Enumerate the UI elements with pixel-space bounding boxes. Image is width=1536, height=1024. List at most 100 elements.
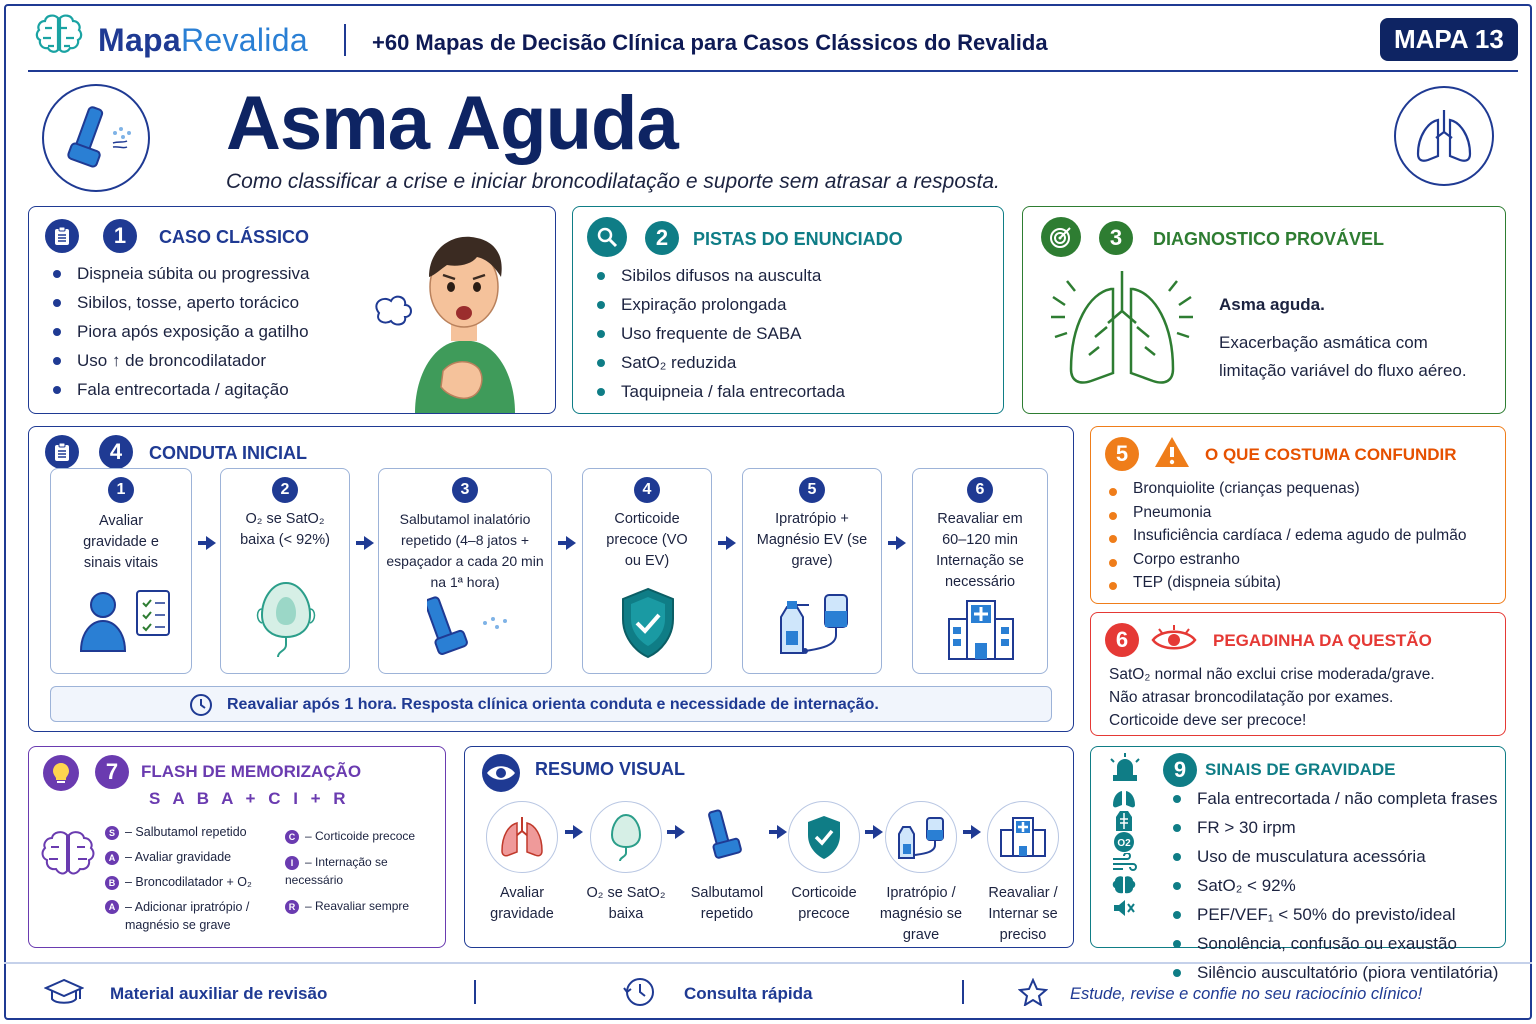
classic-case-list: Dispneia súbita ou progressiva Sibilos, …	[49, 259, 309, 404]
eye-icon	[482, 754, 520, 792]
list-item: Sonolência, confusão ou exaustão	[1169, 929, 1498, 958]
diagnosis-description: Exacerbação asmática com limitação variá…	[1219, 333, 1467, 380]
header-tagline: +60 Mapas de Decisão Clínica para Casos …	[372, 30, 1048, 55]
list-item: TEP (dispneia súbita)	[1105, 571, 1466, 595]
brand-logo[interactable]: MapaRevalida	[98, 22, 308, 59]
lungs-icon	[1394, 86, 1494, 186]
clock-history-icon	[623, 978, 654, 1006]
logo-part2: Revalida	[181, 22, 308, 58]
list-item: PEF/VEF₁ < 50% do previsto/ideal	[1169, 900, 1498, 929]
mnemonic-text: – Broncodilatador + O₂	[125, 875, 252, 889]
section-number: 6	[1105, 623, 1139, 657]
mnemonic-row: B– Broncodilatador + O₂	[105, 873, 287, 891]
summary-item-3: Salbutamol repetido	[683, 801, 771, 925]
mnemonic-text: – Reavaliar sempre	[305, 899, 410, 913]
section-number: 9	[1163, 753, 1197, 787]
footer-center-text: Consulta rápida	[684, 984, 813, 1003]
summary-item-1: Avaliar gravidade	[479, 801, 565, 925]
brain-logo-icon	[34, 12, 84, 58]
severity-icons: O2	[1111, 787, 1139, 919]
footer-separator	[4, 962, 1532, 964]
list-item: Uso de musculatura acessória	[1169, 842, 1498, 871]
lightbulb-icon	[43, 755, 79, 791]
step-number: 6	[967, 477, 993, 503]
arrow-icon	[558, 536, 576, 550]
card-memorization: 7 FLASH DE MEMORIZAÇÃO S A B A + C I + R…	[28, 746, 446, 948]
list-item: Sibilos, tosse, aperto torácico	[49, 288, 309, 317]
differentials-list: Bronquiolite (crianças pequenas) Pneumon…	[1105, 477, 1466, 595]
list-item: Uso ↑ de broncodilatador	[49, 346, 309, 375]
summary-label: Ipratrópio / magnésio se grave	[879, 885, 963, 943]
shield-check-icon	[788, 801, 860, 873]
header-separator	[28, 70, 1518, 72]
inhaler-icon	[691, 801, 763, 873]
arrow-icon	[565, 825, 583, 839]
section-title: FLASH DE MEMORIZAÇÃO	[141, 762, 362, 781]
arrow-icon	[198, 536, 216, 550]
summary-label: Avaliar gravidade	[490, 885, 554, 922]
list-item: SatO₂ < 92%	[1169, 871, 1498, 900]
patient-checklist-icon	[79, 590, 170, 652]
mnemonic-left-list: S– Salbutamol repetido A– Avaliar gravid…	[105, 823, 287, 934]
inhaler-icon	[427, 596, 507, 655]
oxygen-mask-icon	[590, 801, 662, 873]
trap-text: SatO₂ normal não exclui crise moderada/g…	[1109, 663, 1435, 732]
mnemonic-row: I– Internação se necessário	[285, 853, 445, 889]
mnemonic-text: – Salbutamol repetido	[125, 825, 247, 839]
page-frame	[4, 4, 1532, 1020]
letter-badge: A	[105, 850, 119, 865]
list-item: Piora após exposição a gatilho	[49, 317, 309, 346]
letter-badge: I	[285, 855, 299, 870]
hospital-icon	[987, 801, 1059, 873]
list-item: Bronquiolite (crianças pequenas)	[1105, 477, 1466, 501]
summary-item-2: O₂ se SatO₂ baixa	[583, 801, 669, 925]
section-title: CASO CLÁSSICO	[159, 227, 310, 247]
summary-item-6: Reavaliar / Internar se preciso	[979, 801, 1067, 946]
step-number: 5	[799, 477, 825, 503]
siren-icon	[1110, 753, 1140, 781]
list-item: Fala entrecortada / não completa frases	[1169, 784, 1498, 813]
card-classic-case: 1 CASO CLÁSSICO Dispneia súbita ou progr…	[28, 206, 556, 414]
trap-line: Corticoide deve ser precoce!	[1109, 712, 1307, 729]
header-divider	[344, 24, 346, 56]
list-item: Sibilos difusos na ausculta	[593, 261, 845, 290]
letter-badge: A	[105, 900, 119, 914]
clipboard-icon	[45, 219, 79, 253]
mute-icon	[1114, 900, 1135, 916]
letter-badge: R	[285, 899, 299, 914]
mnemonic-row: A– Avaliar gravidade	[105, 848, 287, 866]
page-subtitle: Como classificar a crise e iniciar bronc…	[226, 170, 1000, 193]
step-text: O₂ se SatO₂ baixa (< 92%)	[240, 511, 330, 548]
graduation-cap-icon	[44, 978, 84, 1004]
section-number: 3	[1099, 221, 1133, 255]
card-diagnosis: 3 DIAGNOSTICO PROVÁVEL Asma aguda. Exace…	[1022, 206, 1506, 414]
list-item: Uso frequente de SABA	[593, 319, 845, 348]
section-title: RESUMO VISUAL	[535, 759, 686, 779]
summary-item-4: Corticoide precoce	[783, 801, 865, 925]
mnemonic-row: C– Corticoide precoce	[285, 827, 445, 845]
card-clues: 2 PISTAS DO ENUNCIADO Sibilos difusos na…	[572, 206, 1004, 414]
eye-alert-icon	[1151, 625, 1197, 650]
arrow-icon	[865, 825, 883, 839]
severity-list: Fala entrecortada / não completa frases …	[1169, 784, 1498, 987]
step-card-4: 4 Corticoide precoce (VO ou EV)	[582, 468, 712, 674]
step-number: 4	[634, 477, 660, 503]
hospital-icon	[948, 600, 1014, 660]
footer-divider	[962, 980, 964, 1004]
footer-right-text: Estude, revise e confie no seu raciocíni…	[1070, 985, 1423, 1003]
section-number: 1	[103, 219, 137, 253]
trap-line: SatO₂ normal não exclui crise moderada/g…	[1109, 666, 1435, 683]
section-title: CONDUTA INICIAL	[149, 443, 307, 463]
lungs-icon	[1047, 267, 1197, 397]
iv-bag-icon	[885, 801, 957, 873]
footer-divider	[474, 980, 476, 1004]
card-visual-summary: RESUMO VISUAL Avaliar gravidade O₂ se Sa…	[464, 746, 1074, 948]
star-icon	[1018, 978, 1048, 1006]
map-number-badge: MAPA 13	[1380, 18, 1518, 61]
lungs-icon	[1113, 788, 1135, 808]
reassessment-text: Reavaliar após 1 hora. Resposta clínica …	[227, 696, 879, 713]
card-differentials: 5 O QUE COSTUMA CONFUNDIR Bronquiolite (…	[1090, 426, 1506, 604]
list-item: Dispneia súbita ou progressiva	[49, 259, 309, 288]
section-number: 4	[99, 435, 133, 469]
list-item: Taquipneia / fala entrecortada	[593, 377, 845, 406]
